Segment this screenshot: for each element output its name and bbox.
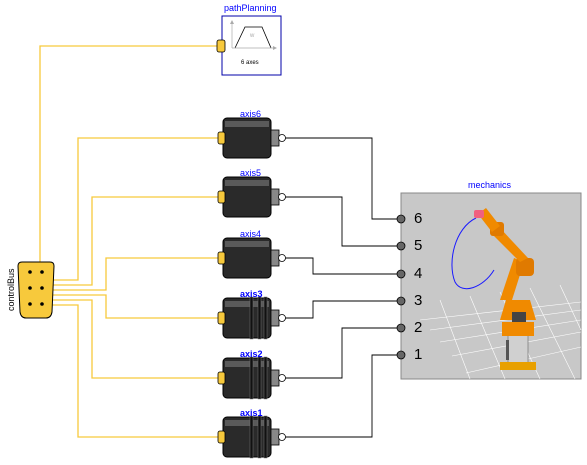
flange-port-1[interactable] (396, 350, 406, 360)
profile-arrow-icon (273, 46, 277, 50)
port-number-2: 2 (414, 319, 423, 336)
port-number-6: 6 (414, 210, 423, 227)
gear-ring-icon (263, 296, 268, 340)
path-planning-label: pathPlanning (224, 3, 277, 13)
motor-bus-port[interactable] (217, 430, 226, 444)
bus-pin (40, 286, 44, 290)
motor-flange-port[interactable] (278, 374, 286, 382)
axis-block-3[interactable] (217, 296, 286, 340)
gear-ring-icon (263, 356, 268, 400)
axis-label-3: axis3 (240, 289, 263, 299)
control-bus-icon (17, 261, 55, 319)
bus-pin (40, 302, 44, 306)
wire-axis4-to-port4[interactable] (285, 257, 401, 275)
gear-ring-icon (249, 415, 254, 459)
motor-highlight (225, 301, 269, 307)
motor-highlight (225, 121, 269, 127)
profile-arrow-icon (230, 20, 234, 24)
port-number-5: 5 (414, 237, 423, 254)
motor-bus-port[interactable] (217, 131, 226, 145)
motor-highlight (225, 241, 269, 247)
flange-port-5[interactable] (396, 241, 406, 251)
wire-axis6-to-port6[interactable] (285, 137, 401, 220)
axis-blocks (217, 117, 286, 459)
gear-ring-icon (249, 356, 254, 400)
port-number-4: 4 (414, 265, 423, 282)
axis-label-4: axis4 (240, 229, 262, 239)
motor-shaft-icon (270, 428, 280, 446)
motor-bus-port[interactable] (217, 251, 226, 265)
flange-port-6[interactable] (396, 214, 406, 224)
wire-axis2-to-port2[interactable] (285, 327, 401, 379)
gear-ring-icon (257, 296, 262, 340)
axis-block-4[interactable] (217, 237, 286, 279)
bus-wire-pathplanning[interactable] (30, 45, 221, 276)
motor-shaft-icon (270, 309, 280, 327)
motor-shaft-icon (270, 369, 280, 387)
motor-highlight (225, 420, 269, 426)
motor-flange-port[interactable] (278, 254, 286, 262)
motor-highlight (225, 361, 269, 367)
motor-shaft-icon (270, 129, 280, 147)
control-bus-label: controlBus (6, 268, 16, 311)
gear-ring-icon (249, 296, 254, 340)
wire-axis1-to-port1[interactable] (285, 354, 401, 438)
gear-ring-icon (257, 415, 262, 459)
wire-axis5-to-port5[interactable] (285, 196, 401, 247)
axis-block-5[interactable] (217, 176, 286, 218)
bus-pin (28, 302, 32, 306)
gear-ring-icon (263, 415, 268, 459)
motor-bus-port[interactable] (217, 190, 226, 204)
bus-wire-axis2[interactable] (42, 299, 221, 379)
robot-icon (474, 208, 536, 370)
bus-wire-axis1[interactable] (42, 304, 221, 438)
axis-label-2: axis2 (240, 349, 263, 359)
mechanics-block[interactable] (396, 192, 582, 380)
bus-pin (28, 286, 32, 290)
axis-block-1[interactable] (217, 415, 286, 459)
motor-shaft-icon (270, 249, 280, 267)
bus-wire-axis5[interactable] (42, 196, 221, 286)
motor-shaft-icon (270, 188, 280, 206)
path-planning-axes-text: 6 axes (241, 60, 259, 66)
path-planning-block[interactable] (216, 15, 282, 76)
control-bus-connector[interactable] (17, 261, 55, 319)
mechanics-label: mechanics (468, 180, 512, 190)
flange-port-2[interactable] (396, 323, 406, 333)
port-number-3: 3 (414, 292, 423, 309)
axis-block-6[interactable] (217, 117, 286, 159)
wire-axis3-to-port3[interactable] (285, 300, 401, 319)
motor-flange-port[interactable] (278, 314, 286, 322)
axis-block-2[interactable] (217, 356, 286, 400)
port-number-1: 1 (414, 346, 423, 363)
bus-wire-axis3[interactable] (42, 294, 221, 319)
motor-flange-port[interactable] (278, 193, 286, 201)
bus-wire-axis6[interactable] (42, 137, 221, 281)
trajectory-curve (451, 217, 495, 290)
path-planning-w-text: w (250, 33, 255, 39)
motor-bus-port[interactable] (217, 311, 226, 325)
flange-wires (285, 137, 401, 438)
mechanics-ports (396, 214, 406, 360)
axis-label-5: axis5 (240, 168, 262, 178)
motor-flange-port[interactable] (278, 433, 286, 441)
velocity-profile-icon (234, 26, 272, 49)
flange-port-4[interactable] (396, 269, 406, 279)
axis-label-1: axis1 (240, 408, 263, 418)
axis-label-6: axis6 (240, 109, 262, 119)
bus-pin (28, 270, 32, 274)
bus-pin (40, 270, 44, 274)
motor-flange-port[interactable] (278, 134, 286, 142)
motor-bus-port[interactable] (217, 371, 226, 385)
gear-ring-icon (257, 356, 262, 400)
flange-port-3[interactable] (396, 296, 406, 306)
bus-wires (30, 45, 221, 438)
bus-wire-axis4[interactable] (42, 257, 221, 291)
path-planning-bus-port[interactable] (216, 39, 226, 53)
motor-highlight (225, 180, 269, 186)
